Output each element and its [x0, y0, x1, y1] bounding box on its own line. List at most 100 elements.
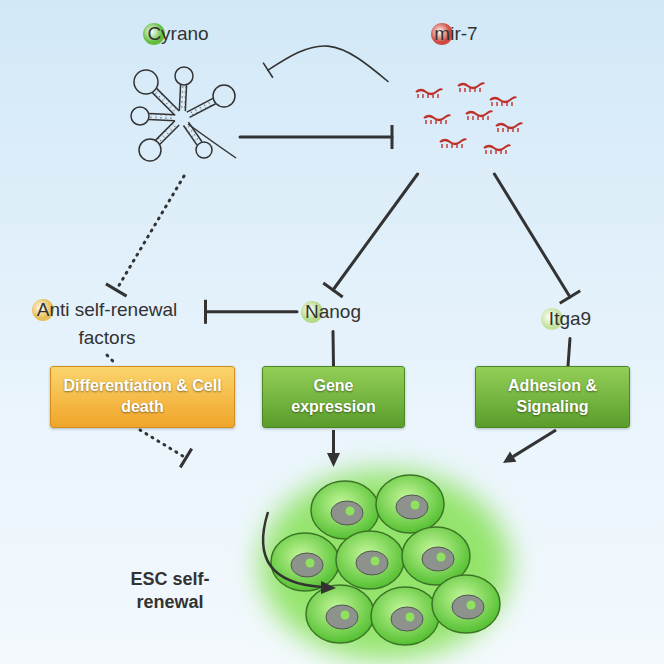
inhibition-bar — [180, 449, 191, 468]
outcome-box: Adhesion & Signaling — [475, 366, 630, 428]
inhibition-connector — [268, 46, 388, 82]
connector-group — [263, 46, 388, 82]
mirna-strands — [416, 83, 522, 154]
mirna-tick — [479, 88, 480, 92]
mirna-tick — [441, 144, 442, 148]
rna-strand — [179, 85, 180, 111]
arrowhead — [321, 581, 336, 594]
connector-group — [323, 174, 417, 297]
cell-body — [306, 585, 374, 643]
nucleolus — [406, 613, 415, 622]
mirna-tick — [456, 144, 457, 148]
base-pair — [194, 138, 199, 141]
cell-nucleus — [291, 553, 323, 577]
base-pair — [165, 114, 166, 120]
base-pair — [161, 97, 165, 101]
base-pair — [165, 101, 169, 105]
inhibition-bar — [560, 291, 580, 304]
mirna-tick — [459, 88, 460, 92]
mirna-tick — [417, 94, 418, 98]
factor-label: Anti self-renewal factors — [15, 296, 200, 351]
nucleolus — [306, 559, 315, 568]
node-text: Nanog — [305, 298, 361, 326]
outcome-box: Differentiation & Cell death — [50, 366, 235, 428]
mirna-tick — [495, 150, 496, 154]
mirna-strand — [416, 89, 442, 94]
stem-cell — [432, 575, 500, 633]
mirna-tick — [451, 144, 452, 148]
inhibition-connector — [206, 310, 298, 313]
connector-group — [106, 176, 184, 296]
base-pair — [199, 106, 202, 111]
base-pair — [165, 131, 169, 135]
base-pair — [208, 101, 211, 106]
base-pair — [172, 124, 176, 128]
connector-group — [240, 125, 392, 149]
rna-loop — [196, 142, 212, 158]
mirna-tick — [432, 94, 433, 98]
mirna-strand — [440, 139, 466, 144]
base-pair — [169, 127, 173, 131]
dotted-line — [140, 430, 186, 458]
cell-nucleus — [452, 595, 484, 619]
mirna-tick — [437, 94, 438, 98]
mirna-tick — [491, 102, 492, 106]
mirna-strand — [484, 145, 510, 150]
base-pair — [180, 91, 186, 92]
gene-label: Nanog — [305, 298, 361, 326]
rna-strand — [156, 121, 175, 140]
base-pair — [170, 114, 171, 120]
mirna-tick — [505, 150, 506, 154]
rna-structure — [131, 67, 236, 161]
base-pair — [154, 90, 158, 94]
arrowhead — [327, 453, 340, 467]
cell-body — [432, 575, 500, 633]
arrow-line — [332, 430, 335, 454]
inhibition-bar — [391, 125, 394, 149]
mirna-strand — [466, 111, 492, 116]
base-pair — [180, 101, 186, 102]
mirna-tick — [469, 88, 470, 92]
arrow-line — [513, 430, 556, 457]
mirna-tick — [435, 120, 436, 124]
outcome-box: Gene expression — [262, 366, 405, 428]
inhibition-connector — [568, 339, 570, 366]
base-pair — [204, 103, 207, 108]
base-pair — [195, 108, 198, 113]
connector-group — [494, 174, 580, 303]
mirna-tick — [511, 102, 512, 106]
stem-cell — [306, 585, 374, 643]
cyrano-lncrna: Cyrano — [118, 20, 238, 172]
rna-loop — [175, 67, 193, 85]
mirna-tick — [467, 116, 468, 120]
mirna-tick — [464, 88, 465, 92]
connector-group — [107, 355, 115, 363]
stem-cell — [376, 475, 444, 533]
stem-cell — [371, 587, 439, 645]
rna-loop — [131, 107, 149, 125]
mirna-tick — [474, 88, 475, 92]
mirna-tick — [445, 120, 446, 124]
mirna-tick — [501, 102, 502, 106]
mirna-tick — [482, 116, 483, 120]
nucleolus — [411, 501, 420, 510]
base-pair — [180, 96, 186, 97]
mirna-tick — [446, 144, 447, 148]
mirna-tick — [497, 128, 498, 132]
mirna-tick — [430, 120, 431, 124]
gene-label: Itga9 — [549, 305, 591, 333]
base-pair — [180, 106, 186, 107]
stem-cell — [336, 531, 404, 589]
mirna-tick — [512, 128, 513, 132]
nucleolus — [437, 553, 446, 562]
base-pair — [172, 108, 176, 112]
connector-group — [568, 339, 570, 366]
base-pair — [158, 138, 162, 142]
cell-nucleus — [356, 551, 388, 575]
inhibition-connector — [333, 174, 418, 290]
mirna-strand — [424, 115, 450, 120]
stem-cell — [271, 533, 339, 591]
rna-strand — [190, 104, 216, 118]
nucleolus — [346, 507, 355, 516]
node-text: Adhesion & Signaling — [486, 376, 619, 418]
